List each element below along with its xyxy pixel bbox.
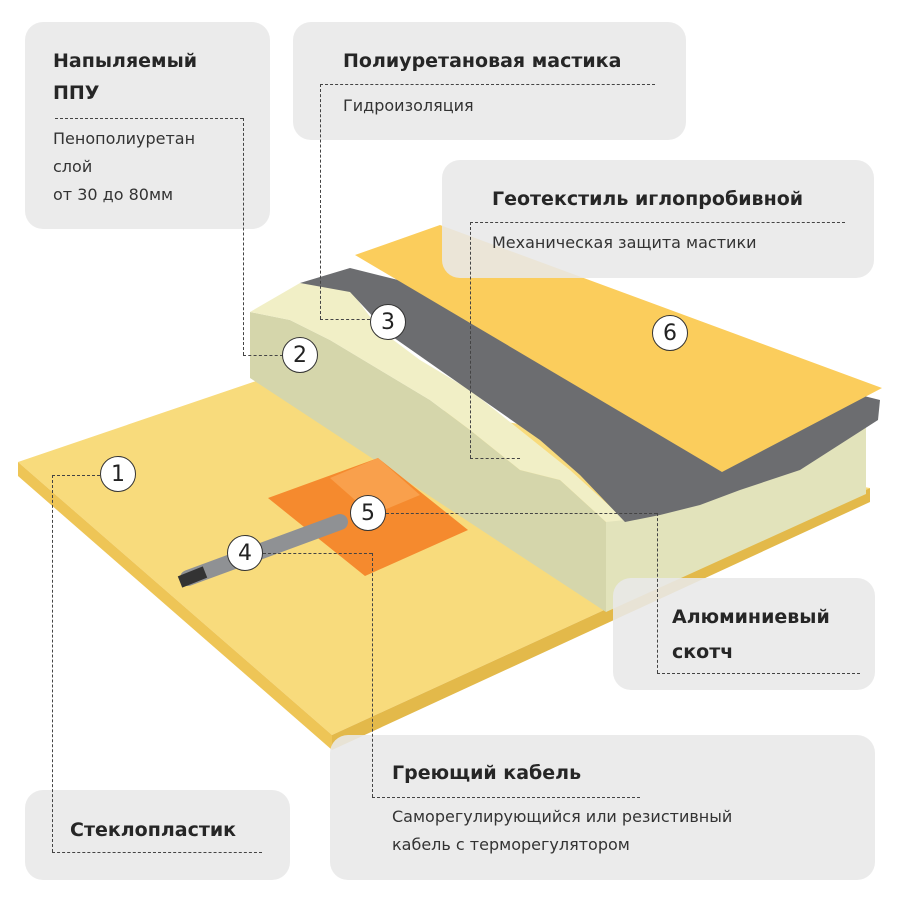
leader-line	[470, 222, 845, 223]
label-foam-desc-3: от 30 до 80мм	[53, 185, 174, 204]
label-foam-title-2: ППУ	[53, 82, 100, 104]
foam-front-face	[250, 312, 606, 612]
fiberglass-slab-left-side	[18, 462, 332, 750]
heating-cable	[180, 514, 348, 586]
label-cable-desc-1: Саморегулирующийся или резистивный	[392, 807, 733, 826]
leader-line	[320, 84, 655, 85]
badge-1: 1	[100, 456, 136, 492]
geotextile-layer	[355, 225, 882, 472]
label-tape-title-2: скотч	[672, 641, 734, 663]
label-mastic-title: Полиуретановая мастика	[343, 50, 622, 72]
leader-line	[320, 84, 321, 319]
label-cable-box	[330, 735, 875, 880]
label-foam-desc-1: Пенополиуретан	[53, 129, 196, 148]
heating-cable-end	[177, 566, 208, 588]
label-geotextile-desc: Механическая защита мастики	[492, 233, 757, 252]
leader-line	[55, 118, 243, 119]
badge-2: 2	[282, 337, 318, 373]
leader-line	[372, 553, 373, 797]
label-cable-title: Греющий кабель	[392, 762, 582, 784]
leader-line	[52, 852, 262, 853]
label-fiberglass-title: Стеклопластик	[70, 819, 237, 841]
fiberglass-slab-right-side	[332, 488, 870, 750]
badge-6: 6	[652, 315, 688, 351]
leader-line	[52, 475, 100, 476]
badge-5: 5	[350, 495, 386, 531]
leader-line	[657, 513, 658, 673]
label-foam-desc-2: слой	[53, 157, 93, 176]
label-mastic-desc: Гидроизоляция	[343, 96, 474, 115]
leader-line	[243, 118, 244, 355]
tape-fold	[330, 458, 420, 515]
label-mastic-box	[293, 22, 686, 140]
leader-line	[470, 222, 471, 458]
label-tape-title-1: Алюминиевый	[672, 606, 830, 628]
leader-line	[657, 673, 860, 674]
leader-line	[470, 458, 520, 459]
label-cable-desc-2: кабель с терморегулятором	[392, 835, 630, 854]
leader-line	[263, 553, 372, 554]
leader-line	[52, 475, 53, 852]
label-geotextile-title: Геотекстиль иглопробивной	[492, 188, 804, 210]
badge-4: 4	[227, 535, 263, 571]
label-geotextile-box	[442, 160, 874, 278]
badge-3: 3	[370, 304, 406, 340]
label-foam-title-1: Напыляемый	[53, 50, 198, 72]
label-foam-box	[25, 22, 270, 229]
leader-line	[386, 513, 657, 514]
label-tape-box	[613, 578, 875, 690]
foam-top	[250, 283, 625, 522]
leader-line	[320, 319, 370, 320]
label-fiberglass-box	[25, 790, 290, 880]
leader-line	[372, 797, 640, 798]
leader-line	[243, 355, 283, 356]
